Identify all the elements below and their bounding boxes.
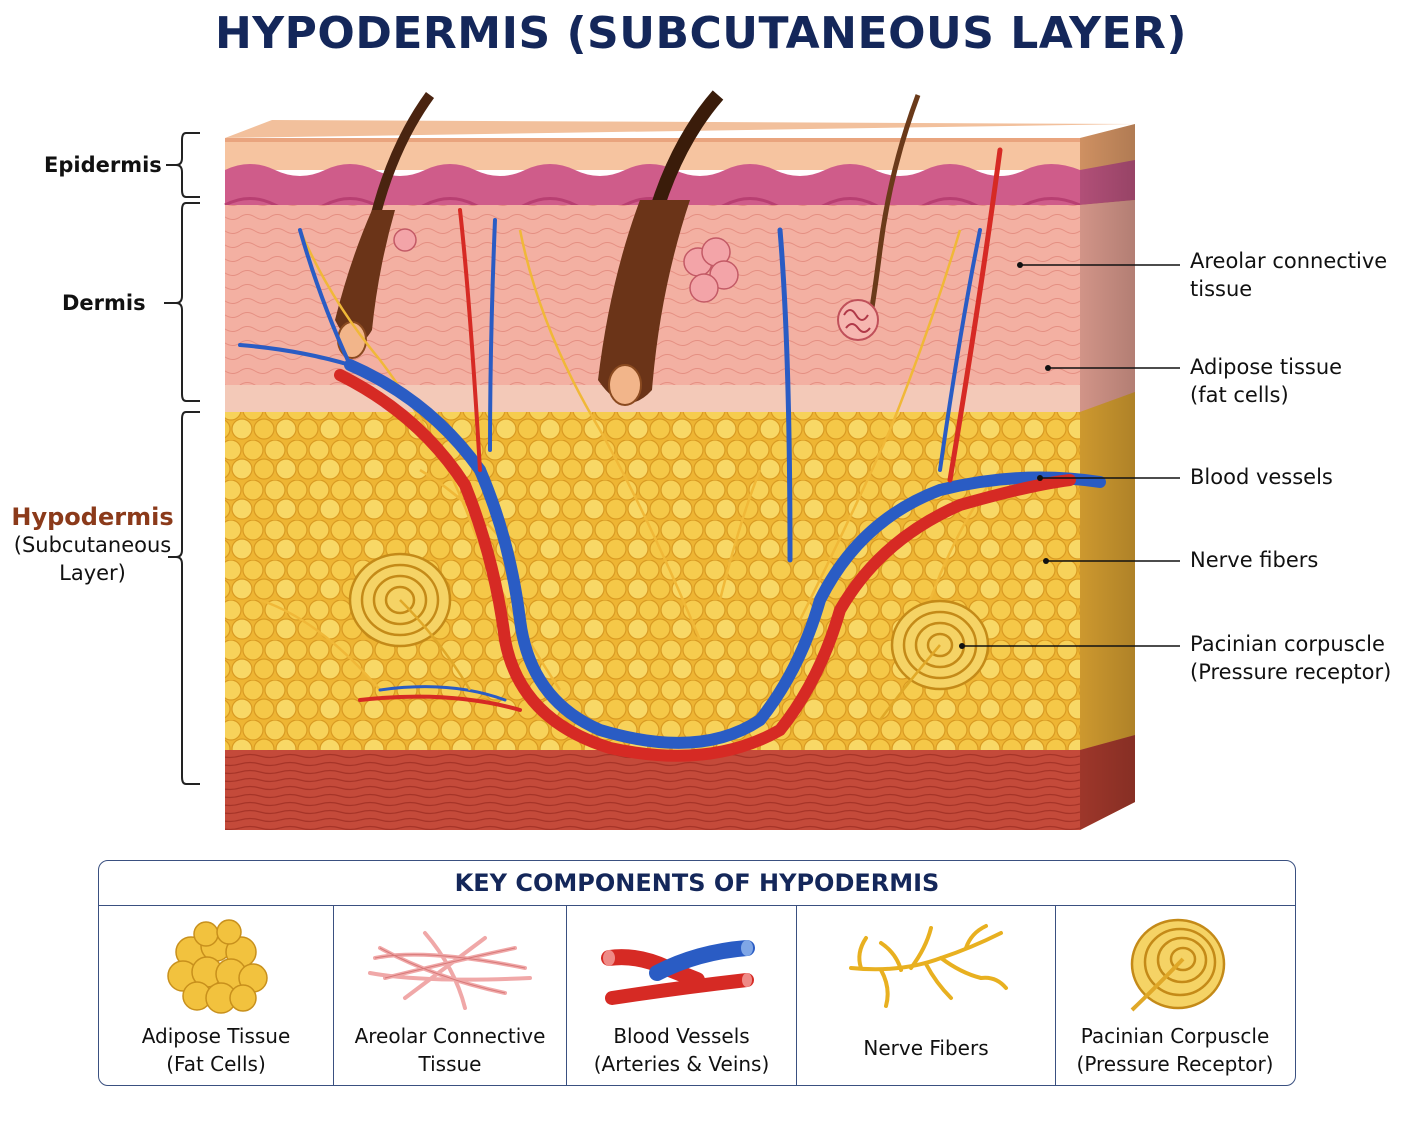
callout-pacinian: Pacinian corpuscle (Pressure receptor) bbox=[1190, 630, 1391, 686]
key-label-areolar-line2: Tissue bbox=[418, 1052, 482, 1076]
callout-areolar: Areolar connective tissue bbox=[1190, 247, 1387, 303]
pacinian-corpuscle-right bbox=[879, 599, 990, 721]
blood-vessels bbox=[238, 147, 1106, 762]
callout-adipose-line1: Adipose tissue bbox=[1190, 355, 1343, 379]
key-item-areolar: Areolar Connective Tissue bbox=[334, 906, 567, 1086]
pacinian-corpuscle-left bbox=[348, 552, 472, 691]
hypodermis-sub-line2: Layer) bbox=[59, 561, 126, 585]
connective-fibers-icon bbox=[368, 931, 532, 1010]
skin-cross-section-diagram bbox=[164, 90, 1180, 830]
fat-cells-icon bbox=[167, 919, 268, 1014]
key-components-title: KEY COMPONENTS OF HYPODERMIS bbox=[454, 869, 940, 897]
key-item-pacinian: Pacinian Corpuscle (Pressure Receptor) bbox=[1056, 906, 1294, 1086]
callout-pacinian-line2: (Pressure receptor) bbox=[1190, 660, 1392, 684]
callout-adipose: Adipose tissue (fat cells) bbox=[1190, 353, 1342, 409]
key-components-box: KEY COMPONENTS OF HYPODERMIS Adipose Tis… bbox=[98, 860, 1296, 1086]
key-item-nerve-fibers: Nerve Fibers bbox=[797, 906, 1056, 1086]
callout-lines bbox=[962, 264, 1180, 647]
callout-adipose-line2: (fat cells) bbox=[1190, 383, 1289, 407]
callout-nerve-fibers: Nerve fibers bbox=[1190, 548, 1319, 572]
key-label-blood-vessels: Blood Vessels (Arteries & Veins) bbox=[567, 1022, 796, 1078]
key-label-areolar-line1: Areolar Connective bbox=[354, 1024, 546, 1048]
key-label-adipose-line1: Adipose Tissue bbox=[141, 1024, 291, 1048]
hair-follicle-center bbox=[598, 90, 724, 406]
callout-areolar-line1: Areolar connective bbox=[1190, 249, 1388, 273]
callout-blood-vessels: Blood vessels bbox=[1190, 465, 1333, 489]
key-label-adipose: Adipose Tissue (Fat Cells) bbox=[99, 1022, 333, 1078]
hypodermis-label-group: Hypodermis (Subcutaneous Layer) bbox=[10, 503, 175, 587]
sebaceous-gland bbox=[393, 228, 739, 303]
page-title: HYPODERMIS (SUBCUTANEOUS LAYER) bbox=[214, 8, 1187, 59]
hypodermis-sub-line1: (Subcutaneous bbox=[13, 533, 172, 557]
hair-right bbox=[867, 94, 921, 321]
blood-vessels-icon bbox=[600, 940, 755, 1005]
key-label-pacinian-line1: Pacinian Corpuscle bbox=[1080, 1024, 1270, 1048]
key-label-blood-vessels-line1: Blood Vessels bbox=[613, 1024, 750, 1048]
key-label-pacinian-line2: (Pressure Receptor) bbox=[1076, 1052, 1274, 1076]
pacinian-corpuscle-icon bbox=[1130, 918, 1226, 1012]
key-components-row: Adipose Tissue (Fat Cells) Areolar Conne… bbox=[99, 905, 1295, 1086]
muscle-layer bbox=[225, 750, 1080, 830]
key-label-adipose-line2: (Fat Cells) bbox=[166, 1052, 266, 1076]
dermis-label: Dermis bbox=[62, 291, 146, 315]
callout-areolar-line2: tissue bbox=[1190, 277, 1253, 301]
callout-pacinian-line1: Pacinian corpuscle bbox=[1190, 632, 1385, 656]
nerve-fibers-icon bbox=[849, 924, 1008, 1008]
key-label-blood-vessels-line2: (Arteries & Veins) bbox=[593, 1052, 770, 1076]
key-item-adipose: Adipose Tissue (Fat Cells) bbox=[99, 906, 334, 1086]
key-label-nerve-fibers: Nerve Fibers bbox=[863, 1036, 989, 1060]
epidermis-label: Epidermis bbox=[44, 153, 162, 177]
sweat-gland bbox=[837, 299, 879, 341]
layer-brackets bbox=[164, 132, 200, 785]
key-label-pacinian: Pacinian Corpuscle (Pressure Receptor) bbox=[1056, 1022, 1294, 1078]
key-label-areolar: Areolar Connective Tissue bbox=[334, 1022, 566, 1078]
key-item-blood-vessels: Blood Vessels (Arteries & Veins) bbox=[567, 906, 797, 1086]
hypodermis-label: Hypodermis bbox=[11, 503, 174, 531]
